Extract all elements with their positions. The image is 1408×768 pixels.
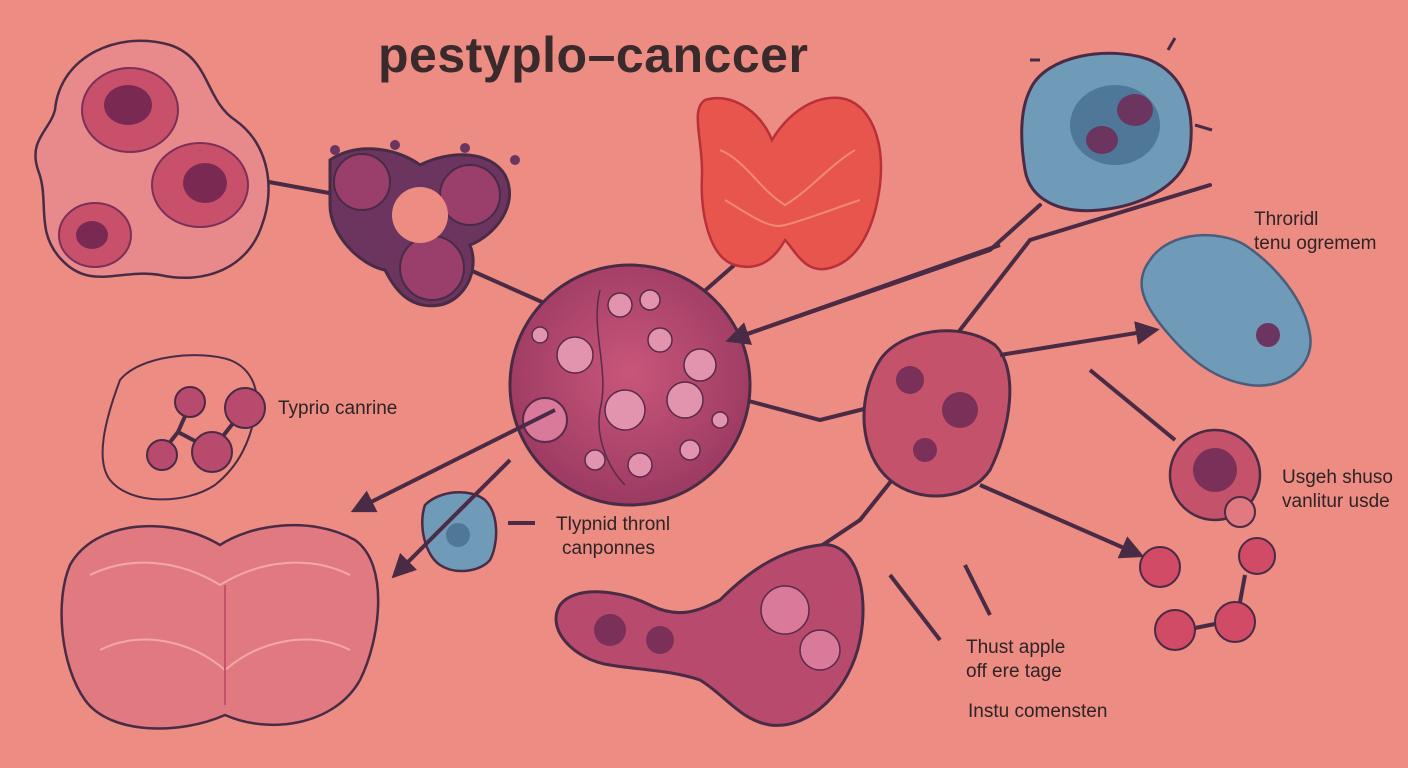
central-cancer-cell — [508, 263, 752, 507]
label-instu: Instu comensten — [968, 701, 1108, 722]
elongated-tissue-lower — [554, 543, 865, 727]
connector-center-right — [743, 398, 882, 423]
label-thust: Thust apple off ere tage — [966, 636, 1065, 684]
small-molecule-cluster — [101, 354, 266, 501]
tick-line-2 — [888, 573, 942, 642]
label-tlypnid: Tlypnid thronl canponnes — [556, 513, 670, 561]
label-thust-line2: off ere tage — [966, 660, 1062, 682]
arrow-to-smallcell — [979, 483, 1145, 559]
arrow-center-left — [350, 408, 556, 513]
blue-textured-cell — [1140, 234, 1312, 387]
arrow-center-right — [725, 243, 1001, 345]
small-blue-cell — [421, 490, 498, 573]
label-thyroid-note-line1: Throridl — [1254, 209, 1319, 230]
page-title: pestyplo–canccer — [378, 27, 809, 83]
connector-right-trunk — [958, 183, 1212, 332]
cell-cluster-purple — [328, 140, 520, 308]
connector-topleft — [256, 178, 342, 197]
label-usgeh: Usgeh shuso vanlitur usde — [1282, 466, 1393, 514]
tissue-section-bottomleft — [60, 524, 380, 730]
tick-line-3 — [963, 564, 992, 616]
label-typrio: Typrio canrine — [278, 398, 398, 419]
label-thyroid-note-line2: tenu ogremem — [1254, 232, 1377, 254]
cell-right-center — [862, 329, 1012, 498]
label-usgeh-line2: vanlitur usde — [1282, 490, 1390, 512]
arrow-to-tissue-lower — [391, 458, 512, 579]
blue-cell-topright — [1020, 37, 1213, 213]
label-tlypnid-line1: Tlypnid thronl — [556, 514, 671, 535]
label-tlypnid-line2: canponnes — [562, 537, 655, 559]
thyroid-gland — [696, 96, 883, 271]
tissue-cell-topleft — [34, 39, 270, 280]
small-cells-right — [1139, 428, 1276, 651]
label-thyroid-note: Throridl tenu ogremem — [1254, 208, 1377, 256]
arrows — [350, 243, 1177, 642]
arrow-to-bluecell — [999, 321, 1160, 357]
connector-thyroid-center — [698, 258, 742, 297]
label-thust-line1: Thust apple — [966, 637, 1066, 658]
tick-line-1 — [1088, 368, 1177, 442]
label-usgeh-line1: Usgeh shuso — [1282, 467, 1393, 488]
